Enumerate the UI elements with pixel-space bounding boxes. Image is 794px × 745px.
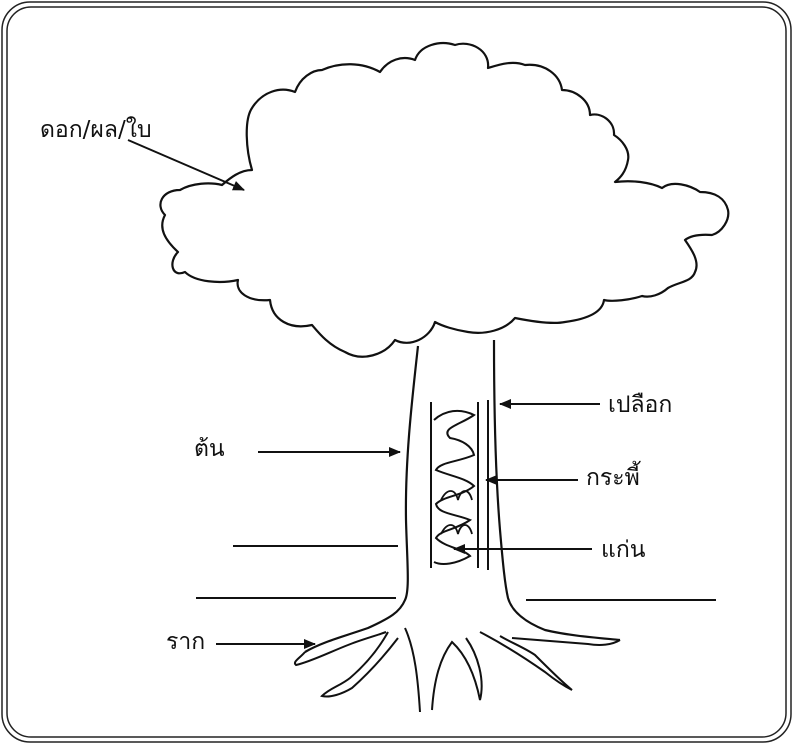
phloem-wave (433, 409, 476, 565)
label-phloem: กระพี้ (586, 465, 640, 491)
trunk-right-edge (492, 339, 621, 642)
label-canopy: ดอก/ผล/ใบ (40, 117, 152, 143)
trunk-left-edge (304, 345, 420, 653)
root-right (479, 631, 621, 691)
label-stem: ต้น (194, 436, 225, 462)
arrow-canopy (127, 139, 245, 191)
label-root: ราก (166, 629, 206, 655)
label-xylem: แก่น (601, 537, 646, 563)
tree-canopy (159, 42, 730, 358)
root-center (404, 627, 483, 713)
xylem-wave (440, 490, 473, 535)
root-left (294, 631, 399, 698)
label-bark: เปลือก (608, 392, 673, 418)
inner-frame (6, 6, 787, 738)
